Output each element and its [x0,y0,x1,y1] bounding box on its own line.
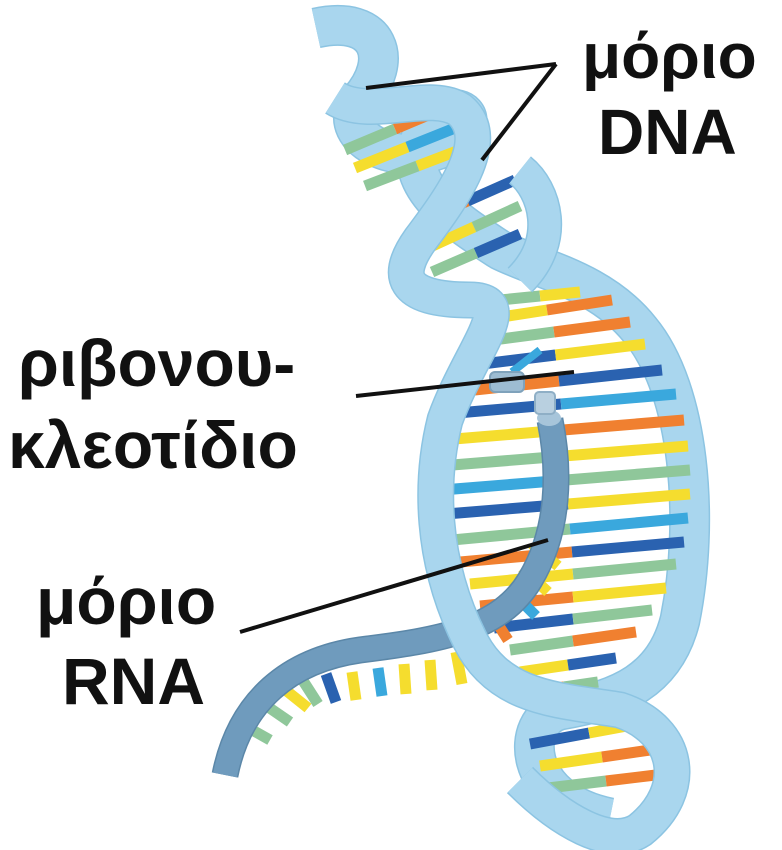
dna-label-line2: DNA [598,100,737,164]
base-pair-9-right [556,344,646,355]
base-pair-20-right [573,610,652,619]
rna-base-7 [404,664,406,694]
dna-strand-twist [520,170,545,280]
ribonucleotide-label-line2: κλεοτίδιο [8,412,298,478]
dna-leader-line-2 [482,64,556,160]
rna-base-8 [430,660,432,690]
base-pair-5-left [432,253,476,272]
base-pair-22-left [520,665,568,672]
rna-label-line2: RNA [62,648,205,714]
rna-base-5 [352,672,356,700]
base-pair-21-right [573,632,636,641]
dna-label-line1: μόριο [582,24,757,88]
rna-base-4 [326,674,336,702]
base-pair-18-right [573,564,676,574]
base-pair-21-left [510,641,573,650]
base-pair-6-right [540,292,580,296]
rna-base-6 [378,668,382,696]
base-pair-17-right [572,542,684,552]
base-pair-26-left [548,781,606,788]
rna-label-line1: μόριο [36,568,216,634]
ribonucleotide-label-line1: ριβονου- [18,330,295,396]
ribonucleotide-sugar [535,392,555,414]
base-pair-19-right [573,588,666,597]
base-pair-22-right [568,658,616,665]
